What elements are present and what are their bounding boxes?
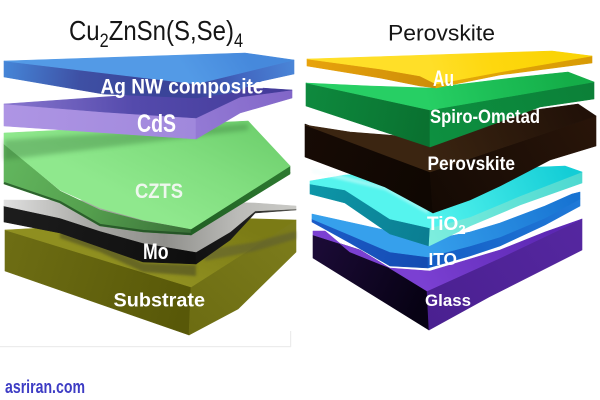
svg-text:Ag NW composite: Ag NW composite xyxy=(101,76,264,99)
svg-text:CZTS: CZTS xyxy=(135,180,183,203)
svg-text:CdS: CdS xyxy=(137,110,176,138)
svg-text:Mo: Mo xyxy=(143,239,169,264)
svg-text:Cu2ZnSn(S,Se)4: Cu2ZnSn(S,Se)4 xyxy=(69,15,243,52)
svg-text:TiO2: TiO2 xyxy=(427,214,466,237)
svg-text:Perovskite: Perovskite xyxy=(428,153,516,175)
svg-text:Perovskite: Perovskite xyxy=(388,21,495,46)
svg-text:asriran.com: asriran.com xyxy=(5,377,85,397)
svg-text:Substrate: Substrate xyxy=(114,290,206,312)
svg-text:Glass: Glass xyxy=(425,291,471,310)
svg-text:ITO: ITO xyxy=(429,249,458,269)
svg-text:Spiro-Ometad: Spiro-Ometad xyxy=(430,107,540,128)
svg-text:Au: Au xyxy=(433,66,454,91)
